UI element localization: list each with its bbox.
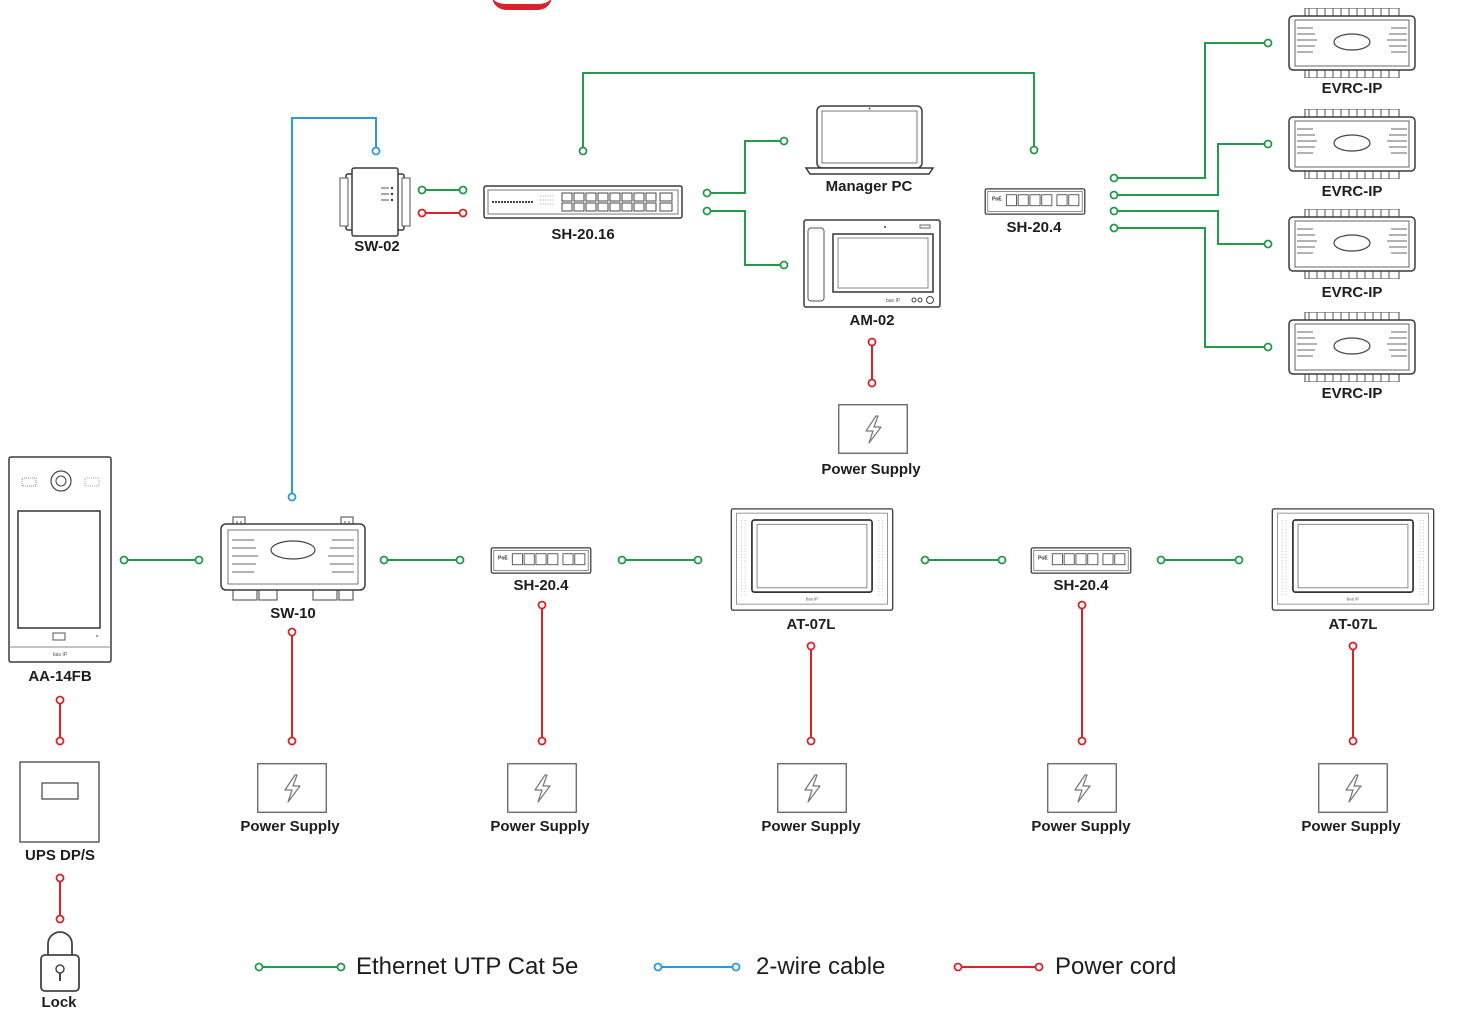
at07l-a-device[interactable] [730, 508, 894, 611]
at07l-b-label: AT-07L [1328, 616, 1378, 633]
padlock-icon [40, 931, 80, 992]
am02-device[interactable]: bas IP [803, 219, 941, 308]
manager-pc-label: Manager PC [825, 178, 913, 195]
svg-text:bas IP: bas IP [53, 652, 68, 658]
svg-text:bas IP: bas IP [886, 298, 901, 304]
power-supply-am02-label: Power Supply [821, 461, 921, 478]
power-supply-sw10-label: Power Supply [240, 818, 340, 835]
power-supply-at07la-lightning-bolt-icon [777, 763, 847, 813]
sh2016-device[interactable] [483, 185, 683, 219]
sh204-top-label: SH-20.4 [1006, 219, 1062, 236]
evrc3-label: EVRC-IP [1321, 284, 1383, 301]
evrc2-label: EVRC-IP [1321, 183, 1383, 200]
legend-ethernet-label: Ethernet UTP Cat 5e [356, 953, 579, 980]
power-supply-sh204b-label: Power Supply [1031, 818, 1131, 835]
sh204-a-device[interactable] [490, 547, 592, 574]
sh204-top-device[interactable] [984, 188, 1086, 215]
evrc4-label: EVRC-IP [1321, 385, 1383, 402]
lock-label: Lock [41, 994, 77, 1011]
legend-power-label: Power cord [1055, 953, 1177, 980]
power-supply-sh204a-lightning-bolt-icon [507, 763, 577, 813]
ups-label: UPS DP/S [24, 847, 96, 864]
power-supply-at07la-label: Power Supply [761, 818, 861, 835]
at07l-a-label: AT-07L [786, 616, 836, 633]
power-supply-at07lb-lightning-bolt-icon [1318, 763, 1388, 813]
sh204-b-label: SH-20.4 [1053, 577, 1109, 594]
power-supply-am02-lightning-bolt-icon [838, 404, 908, 454]
sw10-device[interactable] [220, 516, 366, 601]
legend-two-wire-label: 2-wire cable [756, 953, 886, 980]
am02-label: AM-02 [849, 312, 895, 329]
legend-power-swatch [953, 962, 1044, 972]
manager-pc-device[interactable] [804, 105, 935, 175]
sw02-device[interactable] [339, 167, 411, 237]
sh204-a-label: SH-20.4 [513, 577, 569, 594]
evrc4-device[interactable] [1288, 312, 1416, 382]
sw02-label: SW-02 [354, 238, 400, 255]
evrc1-device[interactable] [1288, 8, 1416, 78]
legend-ethernet-swatch [254, 962, 346, 972]
aa14fb-device[interactable]: bas IP [8, 456, 112, 663]
sh2016-label: SH-20.16 [551, 226, 615, 243]
evrc2-device[interactable] [1288, 109, 1416, 179]
power-supply-sh204a-label: Power Supply [490, 818, 590, 835]
power-supply-sh204b-lightning-bolt-icon [1047, 763, 1117, 813]
power-supply-at07lb-label: Power Supply [1301, 818, 1401, 835]
evrc1-label: EVRC-IP [1321, 80, 1383, 97]
sh204-b-device[interactable] [1030, 547, 1132, 574]
title-fragment [492, 0, 552, 10]
power-supply-sw10-lightning-bolt-icon [257, 763, 327, 813]
sw10-label: SW-10 [270, 605, 316, 622]
aa14fb-label: AA-14FB [28, 668, 92, 685]
legend-two-wire-swatch [653, 962, 741, 972]
evrc3-device[interactable] [1288, 209, 1416, 279]
at07l-b-device[interactable] [1271, 508, 1435, 611]
ups-device[interactable] [19, 761, 100, 843]
